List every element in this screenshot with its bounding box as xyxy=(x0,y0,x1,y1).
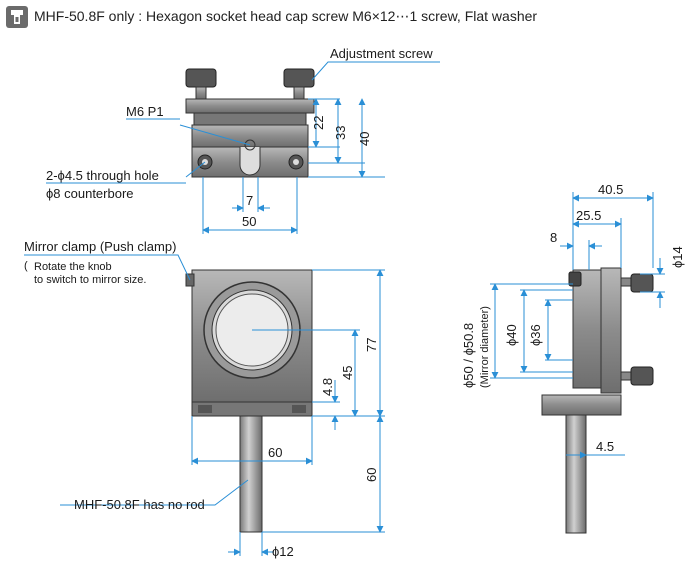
post-rod xyxy=(239,415,263,533)
dim-45: 45 xyxy=(340,366,355,380)
side-body xyxy=(600,267,622,394)
side-plate xyxy=(572,269,602,389)
dim-phi12: ϕ12 xyxy=(272,544,294,559)
side-base xyxy=(541,394,622,416)
top-plate xyxy=(185,98,315,114)
dim-8: 8 xyxy=(550,230,557,245)
label-mirror-diameter-note: (Mirror diameter) xyxy=(479,306,491,388)
side-view: 40.5 25.5 8 ϕ14 ϕ50 / ϕ50.8 (Mirror diam… xyxy=(461,182,685,534)
dim-60-height: 60 xyxy=(364,468,379,482)
label-mirror-clamp: Mirror clamp (Push clamp) xyxy=(24,239,176,254)
dim-40-5: 40.5 xyxy=(598,182,623,197)
dim-60-width: 60 xyxy=(268,445,282,460)
dim-phi36: ϕ36 xyxy=(528,324,543,346)
top-view: Adjustment screw M6 P1 2-ϕ4.5 through ho… xyxy=(46,46,440,234)
header-note: MHF-50.8F only : Hexagon socket head cap… xyxy=(34,8,538,24)
label-rotate-knob-2: to switch to mirror size. xyxy=(34,274,146,286)
label-mirror-diameter: ϕ50 / ϕ50.8 xyxy=(461,323,476,388)
dim-77: 77 xyxy=(364,338,379,352)
label-adjustment-screw: Adjustment screw xyxy=(330,46,433,61)
label-rotate-knob-1: Rotate the knob xyxy=(34,261,112,273)
label-no-rod: MHF-50.8F has no rod xyxy=(74,497,205,512)
m6-thread-hole xyxy=(244,139,256,151)
front-view: Mirror clamp (Push clamp) ( Rotate the k… xyxy=(24,239,385,559)
knob-right xyxy=(283,68,315,88)
label-through-hole: 2-ϕ4.5 through hole xyxy=(46,168,159,183)
label-m6p1: M6 P1 xyxy=(126,104,164,119)
dim-40: 40 xyxy=(357,132,372,146)
dim-50: 50 xyxy=(242,214,256,229)
dim-7: 7 xyxy=(246,193,253,208)
side-knob-bottom xyxy=(630,366,654,386)
info-icon xyxy=(6,6,28,28)
knob-left xyxy=(185,68,217,88)
dim-25-5: 25.5 xyxy=(576,208,601,223)
label-counterbore: ϕ8 counterbore xyxy=(46,186,134,201)
dim-phi40: ϕ40 xyxy=(504,324,519,346)
dim-4-8: 4.8 xyxy=(320,378,335,396)
dim-phi14: ϕ14 xyxy=(670,246,685,268)
dim-22: 22 xyxy=(311,116,326,130)
dim-33: 33 xyxy=(333,126,348,140)
svg-text:(: ( xyxy=(24,260,28,272)
side-knob-top xyxy=(630,273,654,293)
side-rod xyxy=(565,414,587,534)
dim-4-5: 4.5 xyxy=(596,439,614,454)
top-body xyxy=(191,124,309,148)
